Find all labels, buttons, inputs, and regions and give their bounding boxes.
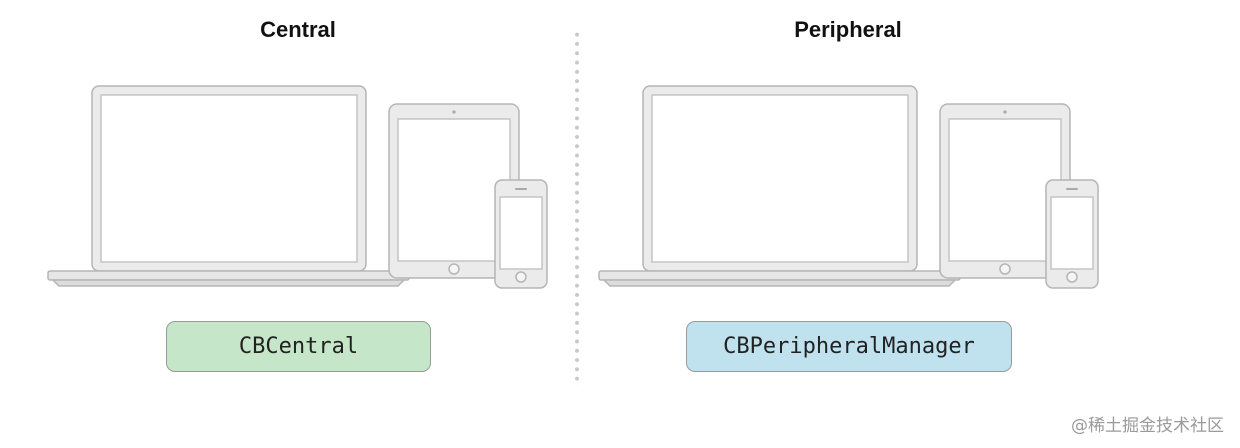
watermark: @稀土掘金技术社区 — [1071, 416, 1224, 436]
cbperipheralmanager-label-box: CBPeripheralManager — [686, 321, 1012, 372]
central-devices-illustration — [47, 85, 548, 289]
peripheral-heading: Peripheral — [794, 17, 902, 42]
peripheral-devices-illustration — [598, 85, 1099, 289]
tablet-icon — [939, 103, 1071, 279]
phone-icon — [1045, 179, 1099, 289]
cbcentral-label: CBCentral — [238, 334, 359, 359]
laptop-icon — [598, 85, 961, 287]
cbcentral-label-box: CBCentral — [166, 321, 431, 372]
dotted-divider — [575, 30, 579, 386]
central-heading: Central — [260, 17, 336, 42]
tablet-icon — [388, 103, 520, 279]
laptop-icon — [47, 85, 410, 287]
cbperipheralmanager-label: CBPeripheralManager — [723, 334, 975, 359]
phone-icon — [494, 179, 548, 289]
